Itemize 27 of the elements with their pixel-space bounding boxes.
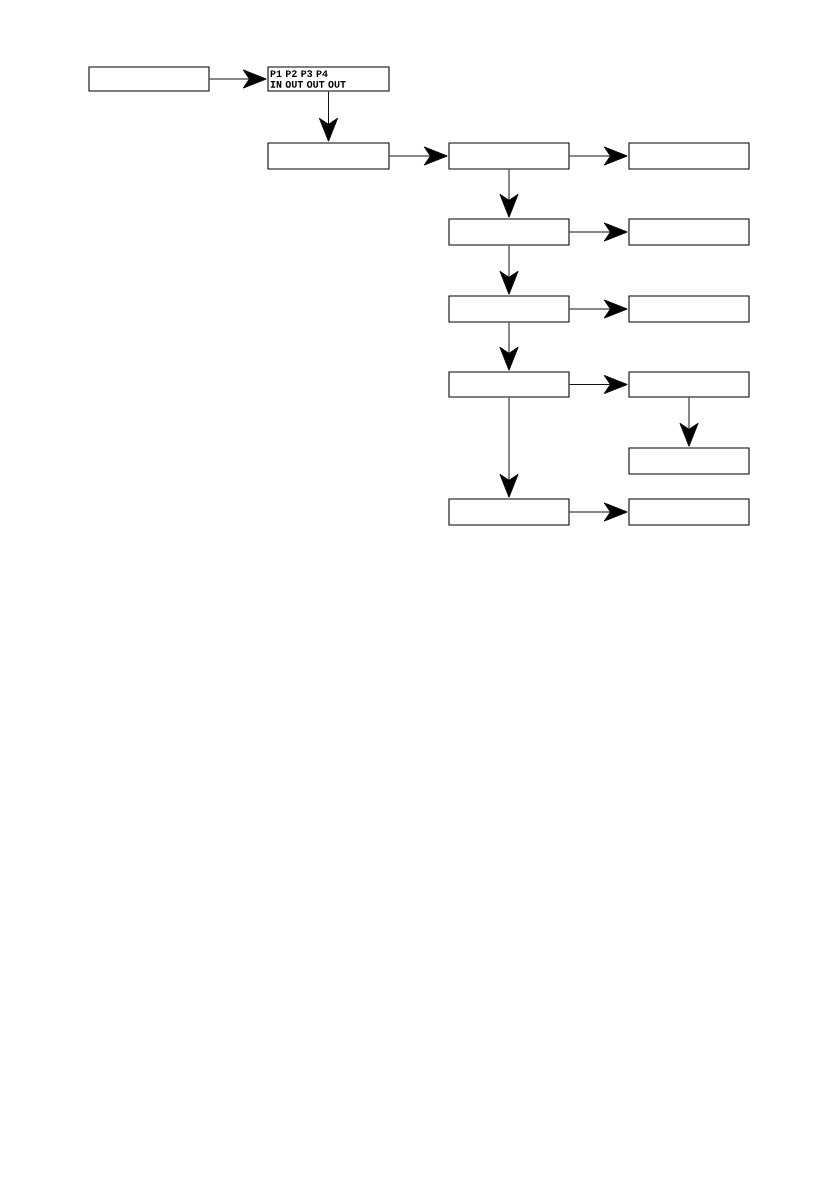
process-box xyxy=(628,371,750,398)
arrow xyxy=(318,91,339,142)
arrow xyxy=(679,397,699,447)
arrow xyxy=(499,245,519,295)
process-box xyxy=(267,142,390,170)
process-box xyxy=(628,142,750,170)
arrow xyxy=(499,397,519,498)
process-box xyxy=(88,66,210,92)
display-box: P1 P2 P3 P4 IN OUT OUT OUT xyxy=(267,66,390,92)
process-box xyxy=(448,371,570,398)
process-box xyxy=(628,498,750,526)
process-box xyxy=(628,218,750,246)
process-box xyxy=(448,218,570,246)
process-box xyxy=(628,447,750,475)
process-box xyxy=(448,295,570,323)
arrow xyxy=(569,222,628,242)
arrow xyxy=(569,374,628,395)
arrow xyxy=(499,169,519,218)
arrow xyxy=(569,146,628,166)
arrow xyxy=(209,69,267,89)
process-box xyxy=(448,142,570,170)
process-box xyxy=(448,498,570,526)
arrow xyxy=(569,502,628,522)
arrow xyxy=(499,322,519,371)
process-box xyxy=(628,295,750,323)
arrow xyxy=(569,299,628,319)
arrow xyxy=(389,146,448,166)
